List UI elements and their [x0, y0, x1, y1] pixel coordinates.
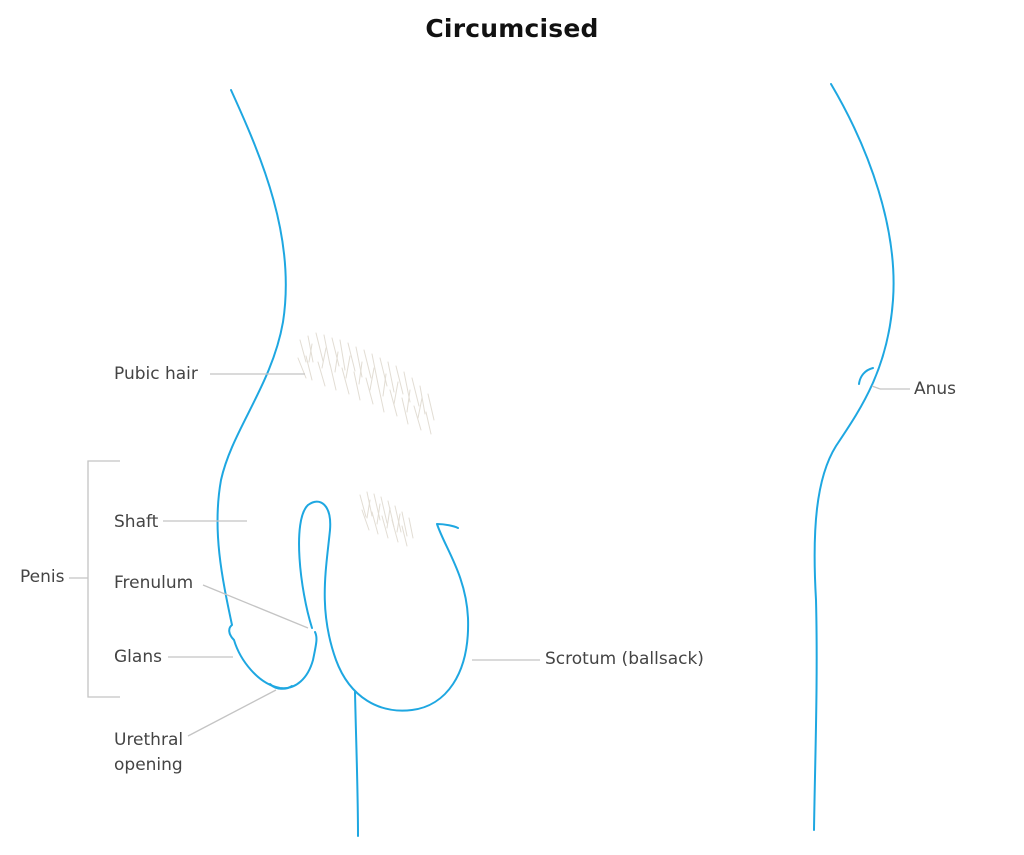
anus-mark [858, 367, 874, 385]
label-urethral-line2: opening [114, 755, 183, 775]
label-urethral-opening: Urethral opening [114, 728, 204, 778]
label-anus: Anus [914, 379, 957, 399]
label-urethral-line1: Urethral [114, 730, 184, 750]
body-outline-right [813, 83, 895, 831]
scrotum-outline [298, 500, 470, 712]
label-penis: Penis [20, 567, 65, 587]
diagram-title: Circumcised [425, 14, 599, 43]
label-frenulum: Frenulum [114, 573, 194, 593]
leader-frenulum [202, 584, 309, 629]
body-outline-left [216, 89, 318, 690]
label-shaft: Shaft [114, 512, 159, 532]
label-scrotum: Scrotum (ballsack) [545, 649, 704, 669]
leader-urethral-opening [187, 689, 277, 737]
leg-outline-left [354, 691, 359, 837]
leader-lines [69, 373, 910, 737]
pubic-hair-upper [297, 332, 435, 435]
pubic-hair-lower [359, 491, 414, 547]
label-pubic-hair: Pubic hair [114, 364, 198, 384]
penis-bracket [87, 460, 120, 698]
urethral-opening-mark [269, 683, 293, 690]
leader-anus [871, 385, 881, 390]
label-glans: Glans [114, 647, 162, 667]
